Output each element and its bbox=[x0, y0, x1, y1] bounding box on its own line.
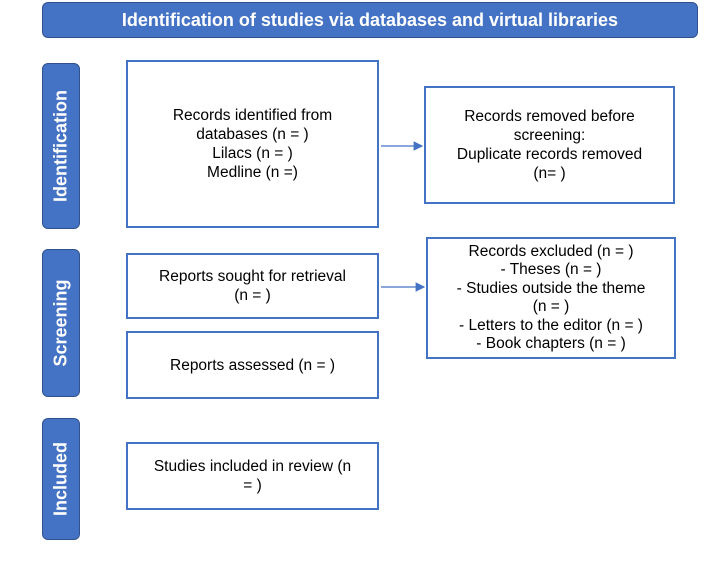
records-removed-line: (n= ) bbox=[533, 165, 566, 182]
studies-included-box: Studies included in review (n = ) bbox=[126, 442, 379, 510]
diagram-title: Identification of studies via databases … bbox=[42, 2, 698, 38]
studies-included-line: Studies included in review (n bbox=[153, 458, 352, 475]
records-removed-line: screening: bbox=[513, 127, 586, 144]
records-identified-line: Lilacs (n = ) bbox=[212, 145, 293, 162]
records-identified-line: Records identified from bbox=[172, 107, 333, 124]
records-excluded-line: Records excluded (n = ) bbox=[468, 242, 634, 260]
phase-included: Included bbox=[42, 418, 80, 540]
records-excluded-line: - Theses (n = ) bbox=[500, 261, 602, 278]
reports-sought-line: (n = ) bbox=[234, 287, 271, 304]
records-excluded-box: Records excluded (n = ) - Theses (n = ) … bbox=[426, 237, 676, 359]
records-excluded-line: - Book chapters (n = ) bbox=[476, 335, 626, 352]
reports-assessed-box: Reports assessed (n = ) bbox=[126, 331, 379, 399]
reports-sought-box: Reports sought for retrieval (n = ) bbox=[126, 253, 379, 319]
records-removed-box: Records removed before screening: Duplic… bbox=[424, 86, 675, 204]
records-excluded-line: - Studies outside the theme bbox=[456, 279, 646, 297]
records-removed-line: Records removed before bbox=[464, 108, 635, 125]
records-excluded-line: - Letters to the editor (n = ) bbox=[459, 316, 643, 334]
phase-screening: Screening bbox=[42, 249, 80, 397]
reports-sought-line: Reports sought for retrieval bbox=[159, 268, 346, 285]
records-removed-line: Duplicate records removed bbox=[456, 146, 643, 163]
records-excluded-line: (n = ) bbox=[532, 298, 570, 315]
records-identified-line: Medline (n =) bbox=[207, 164, 298, 181]
records-identified-line: databases (n = ) bbox=[196, 126, 309, 143]
reports-assessed-line: Reports assessed (n = ) bbox=[170, 356, 335, 374]
studies-included-line: = ) bbox=[243, 477, 262, 494]
phase-identification: Identification bbox=[42, 63, 80, 229]
records-identified-box: Records identified from databases (n = )… bbox=[126, 60, 379, 228]
